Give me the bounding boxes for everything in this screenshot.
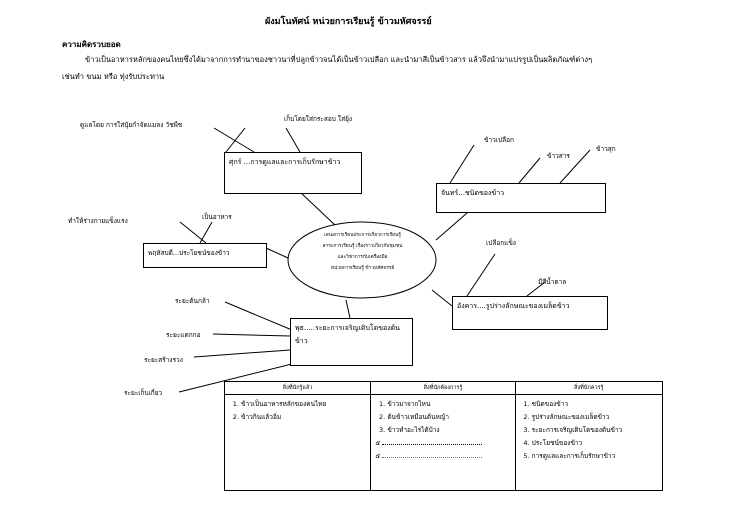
- center-line-2: สาระการเรียนรู้ เรื่องราวเกี่ยวกับชุมชน: [322, 244, 403, 249]
- label-glutinous: ข้าวสุก: [596, 145, 616, 153]
- header-should: สิ่งที่นักควรรู้: [515, 382, 662, 395]
- should-item: การดูแลและการเก็บรักษาข้าว: [532, 451, 662, 461]
- box-wednesday: พฤหัสบดี...ประโยชน์ของข้าว: [143, 243, 267, 268]
- label-harvest: ระยะเก็บเกี่ยว: [124, 389, 163, 397]
- label-food: เป็นอาหาร: [202, 213, 232, 221]
- label-brown: มีสีน้ำตาล: [538, 278, 567, 286]
- paragraph-line-1: ข้าวเป็นอาหารหลักของคนไทยซึ่งได้มาจากการ…: [85, 55, 593, 64]
- want-item: ต้นข้าวเหมือนต้นหญ้า: [387, 412, 514, 422]
- label-store: เก็บโดยใส่กระสอบ ใส่ยุ้ง: [284, 115, 353, 123]
- center-line-1: เสนอการเรียนประการเกี่ยวการเรียนรู้: [324, 233, 401, 238]
- header-want: สิ่งที่นักต้องการรู้: [371, 382, 515, 395]
- want-item: ๕: [375, 438, 514, 448]
- box-monday: จันทร์...ชนิดของข้าว: [436, 183, 606, 213]
- center-line-4: หน่วยการเรียนรู้ ข้าวมหัศจรรย์: [330, 266, 395, 271]
- paragraph-line-2: เช่นทำ ขนม หรือ ทุ่งรับประทาน: [62, 72, 165, 81]
- column-should: สิ่งที่นักควรรู้ ชนิดของข้าว รูปร่างลักษ…: [515, 382, 662, 490]
- label-care: ดูแลโดย การใส่ปุ๋ยกำจัดแมลง วัชพืช: [80, 121, 183, 129]
- box-friday: ศุกร์ ...การดูแลและการเก็บรักษาข้าว: [224, 152, 362, 194]
- should-item: ชนิดของข้าว: [532, 399, 662, 409]
- label-paddy: ข้าวเปลือก: [484, 136, 514, 144]
- should-item: รูปร่างลักษณะของเมล็ดข้าว: [532, 412, 662, 422]
- known-item: ข้าวเป็นอาหารหลักของคนไทย: [241, 399, 370, 409]
- label-booting: ระยะสร้างรวง: [144, 356, 183, 364]
- label-tillering: ระยะแตกกอ: [166, 331, 201, 339]
- want-item: ๕: [375, 451, 514, 461]
- label-milled: ข้าวสาร: [547, 152, 570, 160]
- label-seedling: ระยะต้นกล้า: [175, 297, 210, 305]
- should-item: ประโยชน์ของข้าว: [532, 438, 662, 448]
- column-known: สิ่งที่นักรู้แล้ว ข้าวเป็นอาหารหลักของคน…: [225, 382, 372, 490]
- label-energy: ทำให้ร่างกายแข็งแรง: [68, 217, 128, 225]
- label-hard-husk: เปลือกแข็ง: [486, 239, 516, 247]
- box-tuesday: อังคาร....รูปร่างลักษณะของเมล็ดข้าว: [452, 296, 608, 330]
- want-item: ข้าวมาจากไหน: [387, 399, 514, 409]
- column-want: สิ่งที่นักต้องการรู้ ข้าวมาจากไหน ต้นข้า…: [371, 382, 516, 490]
- header-known: สิ่งที่นักรู้แล้ว: [225, 382, 371, 395]
- kwl-table: สิ่งที่นักรู้แล้ว ข้าวเป็นอาหารหลักของคน…: [224, 381, 663, 491]
- should-item: ระยะการเจริญเติบโตของต้นข้าว: [532, 425, 662, 435]
- page-title: ผังมโนทัศน์ หน่วยการเรียนรู้ ข้าวมหัศจรร…: [265, 17, 432, 27]
- center-ellipse: [287, 221, 437, 299]
- center-text: เสนอการเรียนประการเกี่ยวการเรียนรู้ สาระ…: [300, 230, 425, 274]
- box-thursday: พุธ.....ระยะการเจริญเติบโตของต้นข้าว: [290, 318, 413, 366]
- concept-heading: ความคิดรวบยอด: [62, 40, 121, 49]
- known-item: ข้าวกินแล้วอิ่ม: [241, 412, 370, 422]
- center-line-3: และวิชาการกับเครื่องมือ: [337, 255, 388, 260]
- want-item: ข้าวทำอะไรได้บ้าง: [387, 425, 514, 435]
